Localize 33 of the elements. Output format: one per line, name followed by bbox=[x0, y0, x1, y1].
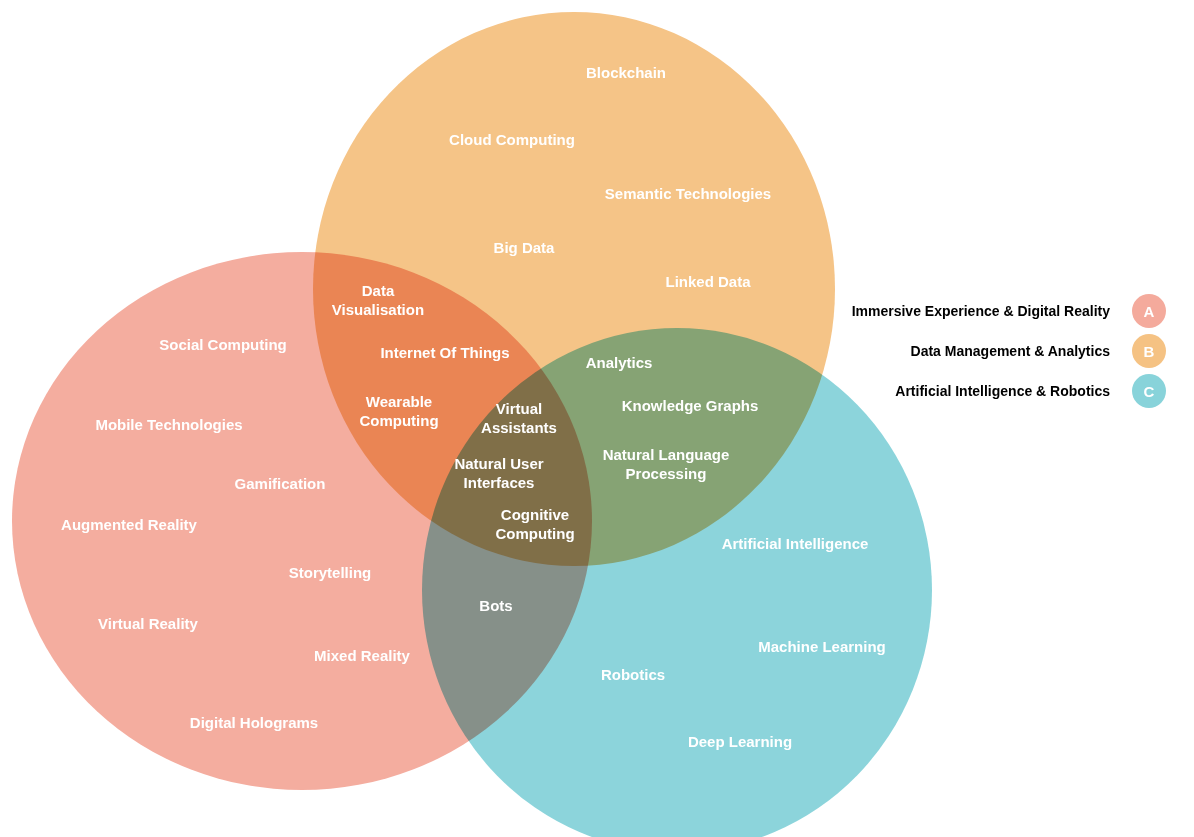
set-item-label: Linked Data bbox=[665, 271, 751, 291]
set-item-label: Deep Learning bbox=[687, 731, 793, 751]
legend-text: Artificial Intelligence & Robotics bbox=[895, 383, 1110, 399]
set-item-label: Natural User Interfaces bbox=[453, 454, 545, 492]
legend-text: Immersive Experience & Digital Reality bbox=[851, 303, 1110, 319]
set-item-label: Robotics bbox=[600, 664, 666, 684]
set-item-label: Virtual Reality bbox=[98, 613, 198, 633]
set-item-label: Big Data bbox=[493, 237, 555, 257]
set-item-label: Digital Holograms bbox=[189, 712, 319, 732]
set-letter: B bbox=[1143, 342, 1155, 360]
set-item-label: Cloud Computing bbox=[449, 129, 575, 149]
set-item-label: Augmented Reality bbox=[61, 514, 197, 534]
set-letter: A bbox=[1143, 302, 1155, 320]
set-item-label: Gamification bbox=[234, 473, 326, 493]
set-item-label: Semantic Technologies bbox=[604, 183, 772, 203]
set-item-label: Virtual Assistants bbox=[480, 399, 558, 437]
set-item-label: Natural Language Processing bbox=[601, 445, 731, 483]
set-item-label: Mixed Reality bbox=[314, 645, 410, 665]
set-item-label: Analytics bbox=[585, 352, 653, 372]
set-item-label: Machine Learning bbox=[758, 636, 886, 656]
set-item-label: Data Visualisation bbox=[330, 281, 426, 319]
set-letter: C bbox=[1143, 382, 1155, 400]
set-item-label: Internet Of Things bbox=[380, 342, 510, 362]
set-item-label: Blockchain bbox=[586, 62, 666, 82]
legend-text: Data Management & Analytics bbox=[910, 343, 1110, 359]
set-item-label: Wearable Computing bbox=[358, 392, 440, 430]
set-item-label: Social Computing bbox=[159, 334, 287, 354]
set-item-label: Bots bbox=[479, 595, 513, 615]
set-item-label: Storytelling bbox=[288, 562, 372, 582]
set-item-label: Knowledge Graphs bbox=[621, 395, 759, 415]
set-item-label: Artificial Intelligence bbox=[721, 533, 869, 553]
set-item-label: Mobile Technologies bbox=[95, 414, 243, 434]
set-item-label: Cognitive Computing bbox=[494, 505, 576, 543]
